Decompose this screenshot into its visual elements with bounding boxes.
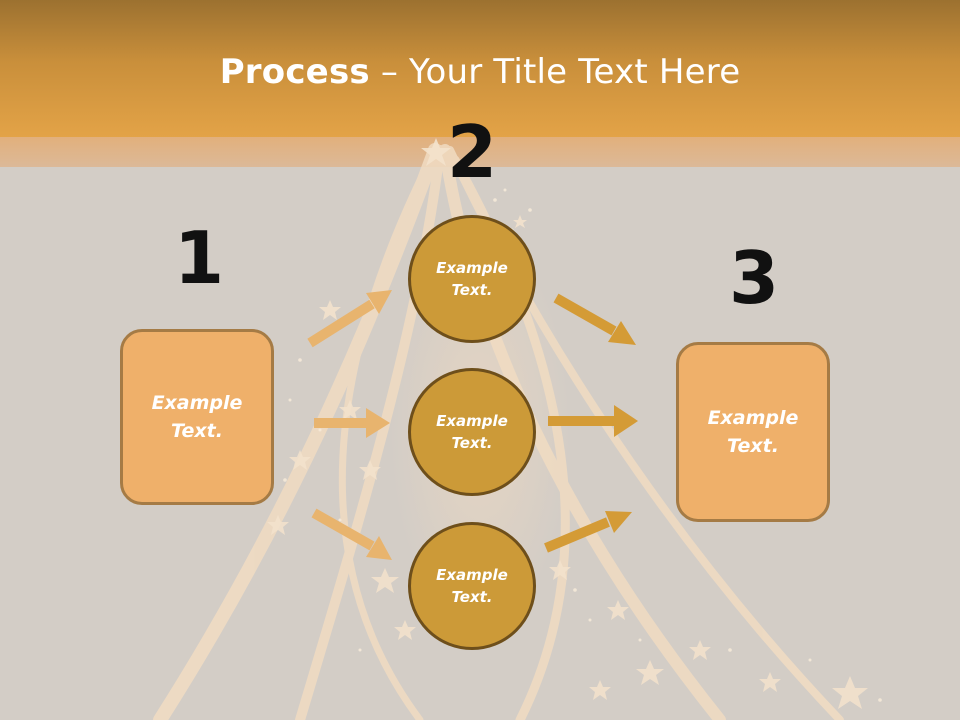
step-number-3: 3 bbox=[728, 236, 780, 320]
step-1-box: Example Text. bbox=[120, 329, 274, 505]
arrow-box1-to-circle1 bbox=[307, 290, 392, 348]
step-2-circle-1-text: Example Text. bbox=[436, 258, 508, 300]
header-band bbox=[0, 137, 960, 167]
step-2-circle-3-text: Example Text. bbox=[436, 565, 508, 607]
step-3-text: Example Text. bbox=[707, 406, 799, 458]
header-bar bbox=[0, 0, 960, 137]
arrow-circle3-to-box3 bbox=[544, 511, 632, 553]
step-2-circle-3: Example Text. bbox=[408, 522, 536, 650]
arrow-circle1-to-box3 bbox=[553, 293, 636, 345]
step-2-circle-1: Example Text. bbox=[408, 215, 536, 343]
slide-title-rest: – Your Title Text Here bbox=[369, 52, 741, 92]
arrow-box1-to-circle3 bbox=[311, 508, 392, 560]
slide-title: Process – Your Title Text Here bbox=[0, 52, 960, 92]
arrow-box1-to-circle2 bbox=[314, 408, 390, 438]
step-3-box: Example Text. bbox=[676, 342, 830, 522]
step-2-circle-2: Example Text. bbox=[408, 368, 536, 496]
step-number-2: 2 bbox=[446, 110, 498, 194]
step-2-circle-2-text: Example Text. bbox=[436, 411, 508, 453]
arrow-circle2-to-box3 bbox=[548, 405, 638, 437]
step-1-text: Example Text. bbox=[151, 391, 243, 443]
step-number-1: 1 bbox=[173, 216, 225, 300]
slide-title-bold: Process bbox=[219, 52, 370, 92]
